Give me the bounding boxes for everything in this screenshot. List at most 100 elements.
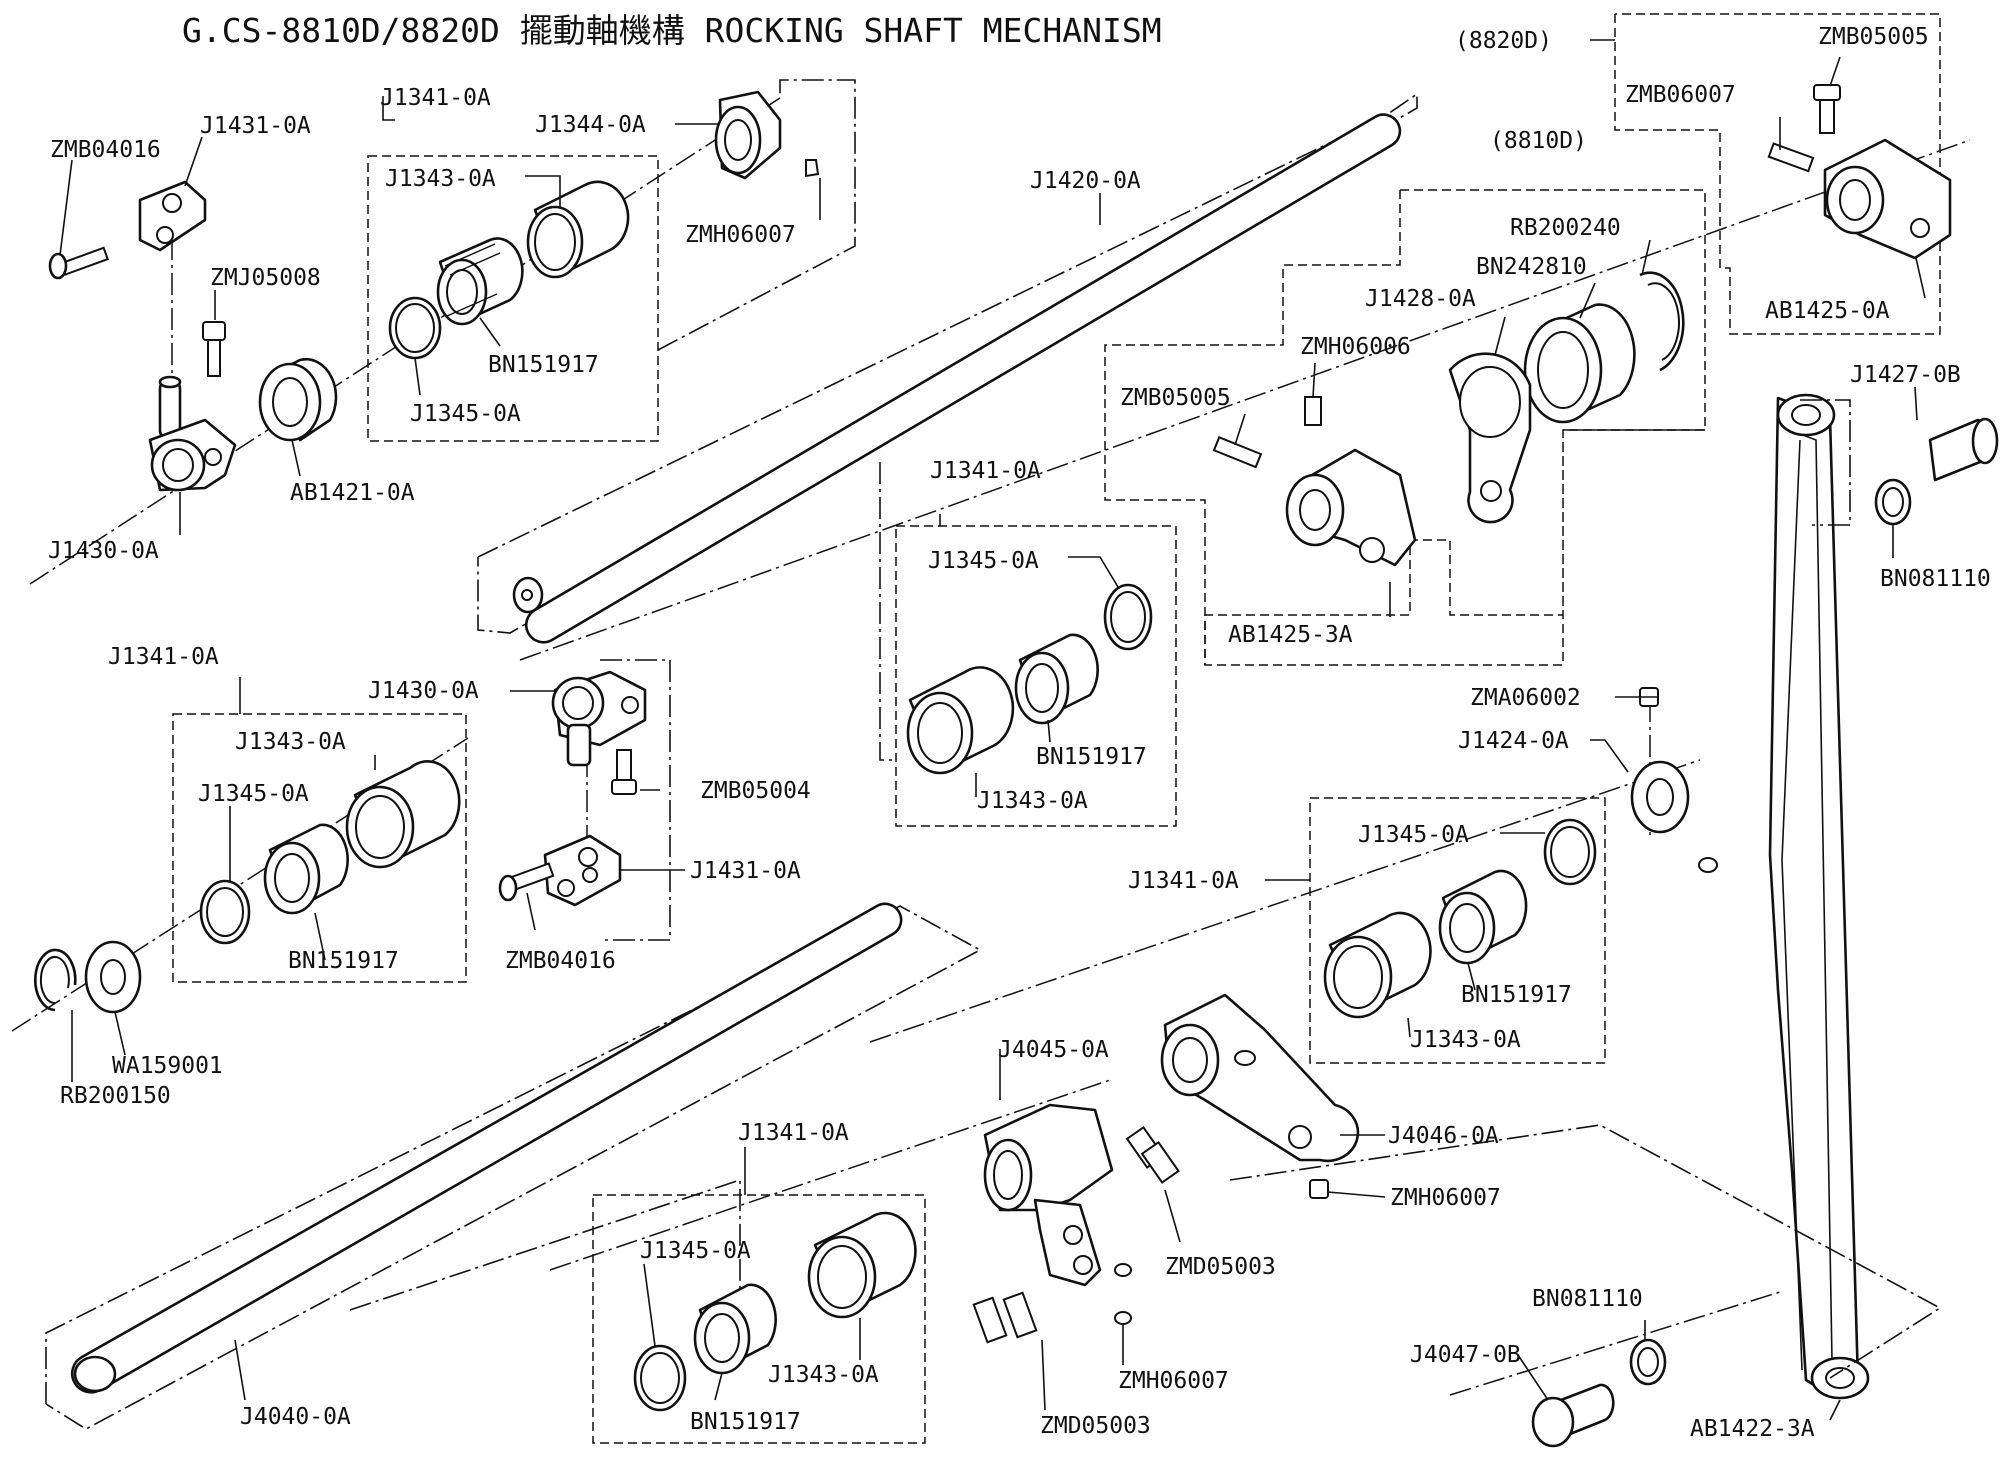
variant-label-8820: (8820D): [1455, 28, 1552, 54]
bearing-sleeve-mid: [906, 666, 1015, 775]
part-label: J1431-0A: [690, 858, 801, 884]
part-label: ZMH06006: [1300, 334, 1411, 360]
pin-upper-right: [1874, 417, 1999, 526]
leader-lines: [59, 39, 1926, 1421]
part-label: J1431-0A: [200, 113, 311, 139]
clamp-upper-left: [48, 180, 207, 280]
part-label: BN151917: [288, 948, 399, 974]
part-label: ZMH06007: [1390, 1185, 1501, 1211]
needle-bearing-right: [1438, 869, 1528, 965]
part-label: J1343-0A: [1410, 1027, 1521, 1053]
part-label: J4047-0B: [1410, 1342, 1521, 1368]
snap-ring-left: [33, 948, 77, 1012]
part-label: J1424-0A: [1458, 728, 1569, 754]
thrust-washer-top: [388, 296, 442, 360]
hex-bolts-zmd: [972, 1125, 1180, 1344]
part-label: J1345-0A: [928, 548, 1039, 574]
needle-bearing-top: [436, 237, 524, 326]
part-label: BN242810: [1476, 254, 1587, 280]
part-label: J1430-0A: [48, 538, 159, 564]
variant-boxes: [1104, 13, 1941, 666]
pin-lower-right: [1531, 1338, 1667, 1448]
needle-bearing-lower: [693, 1283, 777, 1375]
part-label: ZMA06002: [1470, 685, 1581, 711]
part-label: ZMD05003: [1165, 1254, 1276, 1280]
needle-bearing-left: [263, 823, 349, 915]
part-label: RB200150: [60, 1083, 171, 1109]
flat-washer-left: [84, 940, 142, 1014]
part-label: ZMB05004: [700, 778, 811, 804]
rocking-shaft-lower: [45, 902, 982, 1430]
part-label: AB1421-0A: [290, 480, 415, 506]
rocking-shaft-upper: [477, 92, 1418, 644]
part-label: J1341-0A: [108, 644, 219, 670]
needle-bearing-mid: [1014, 633, 1099, 725]
eccentric-link: [1448, 352, 1532, 524]
clamp-arm-mid: [551, 670, 647, 795]
part-label: BN151917: [1461, 982, 1572, 1008]
part-label: RB200240: [1510, 215, 1621, 241]
connecting-rod-link: [1768, 393, 1870, 1400]
part-label: ZMD05003: [1040, 1413, 1151, 1439]
group-outlines: [349, 79, 1942, 1379]
hex-screw-small: [202, 321, 226, 377]
thrust-washer-right: [1543, 818, 1597, 886]
thrust-washer-left: [199, 879, 251, 945]
part-label: AB1425-0A: [1765, 298, 1890, 324]
part-label: J1420-0A: [1030, 168, 1141, 194]
part-label: J1428-0A: [1365, 286, 1476, 312]
diagram-title: G.CS-8810D/8820D 擺動軸機構 ROCKING SHAFT MEC…: [182, 11, 1162, 50]
part-label: J1345-0A: [198, 781, 309, 807]
part-label: AB1425-3A: [1228, 622, 1353, 648]
spacer-ring: [258, 358, 338, 442]
part-label: J4040-0A: [240, 1404, 351, 1430]
part-label: J1343-0A: [235, 729, 346, 755]
thrust-washer-lower: [633, 1344, 687, 1412]
thrust-washer-mid: [1103, 583, 1153, 651]
arm-8820-variant: [1767, 84, 1952, 260]
part-label: J1345-0A: [640, 1238, 751, 1264]
part-label: ZMB06007: [1625, 82, 1736, 108]
bearing-sleeve-top: [526, 180, 630, 279]
part-label: ZMB05005: [1120, 385, 1231, 411]
part-labels: (8820D) (8810D) ZMB04016 J1431-0A J1341-…: [48, 24, 1991, 1442]
part-label: WA159001: [112, 1053, 223, 1079]
part-label: BN151917: [488, 352, 599, 378]
bearing-sleeve-left: [345, 760, 461, 869]
part-label: J1430-0A: [368, 678, 479, 704]
part-label: J1341-0A: [738, 1120, 849, 1146]
rocking-lever: [1160, 993, 1360, 1199]
bearing-sleeve-lower: [807, 1211, 917, 1319]
part-label: ZMH06007: [685, 222, 796, 248]
part-label: ZMJ05008: [210, 265, 321, 291]
part-label: J1345-0A: [410, 401, 521, 427]
part-label: J1344-0A: [535, 112, 646, 138]
part-label: J1343-0A: [768, 1362, 879, 1388]
part-label: AB1422-3A: [1690, 1416, 1815, 1442]
part-label: J4046-0A: [1388, 1123, 1499, 1149]
part-label: J1341-0A: [380, 85, 491, 111]
part-label: J1343-0A: [977, 788, 1088, 814]
part-label: BN081110: [1532, 1286, 1643, 1312]
crank-arm-8810: [1212, 396, 1417, 567]
set-collar-right: [1630, 687, 1718, 873]
part-label: ZMB04016: [505, 948, 616, 974]
part-label: BN081110: [1880, 566, 1991, 592]
part-label: J4045-0A: [998, 1037, 1109, 1063]
clamp-arm-upper: [148, 375, 237, 492]
part-label: BN151917: [1036, 744, 1147, 770]
needle-bearing-large: [1523, 303, 1636, 424]
part-label: J1341-0A: [1128, 868, 1239, 894]
part-label: J1427-0B: [1850, 362, 1961, 388]
bearing-sleeve-right: [1323, 911, 1432, 1019]
part-label: J1343-0A: [385, 166, 496, 192]
part-label: BN151917: [690, 1409, 801, 1435]
part-label: J1345-0A: [1358, 822, 1469, 848]
bearing-set-boxes: [172, 155, 1606, 1444]
variant-label-8810: (8810D): [1490, 128, 1587, 154]
part-label: ZMH06007: [1118, 1368, 1229, 1394]
retaining-ring-right: [1639, 271, 1685, 372]
part-label: ZMB05005: [1818, 24, 1929, 50]
